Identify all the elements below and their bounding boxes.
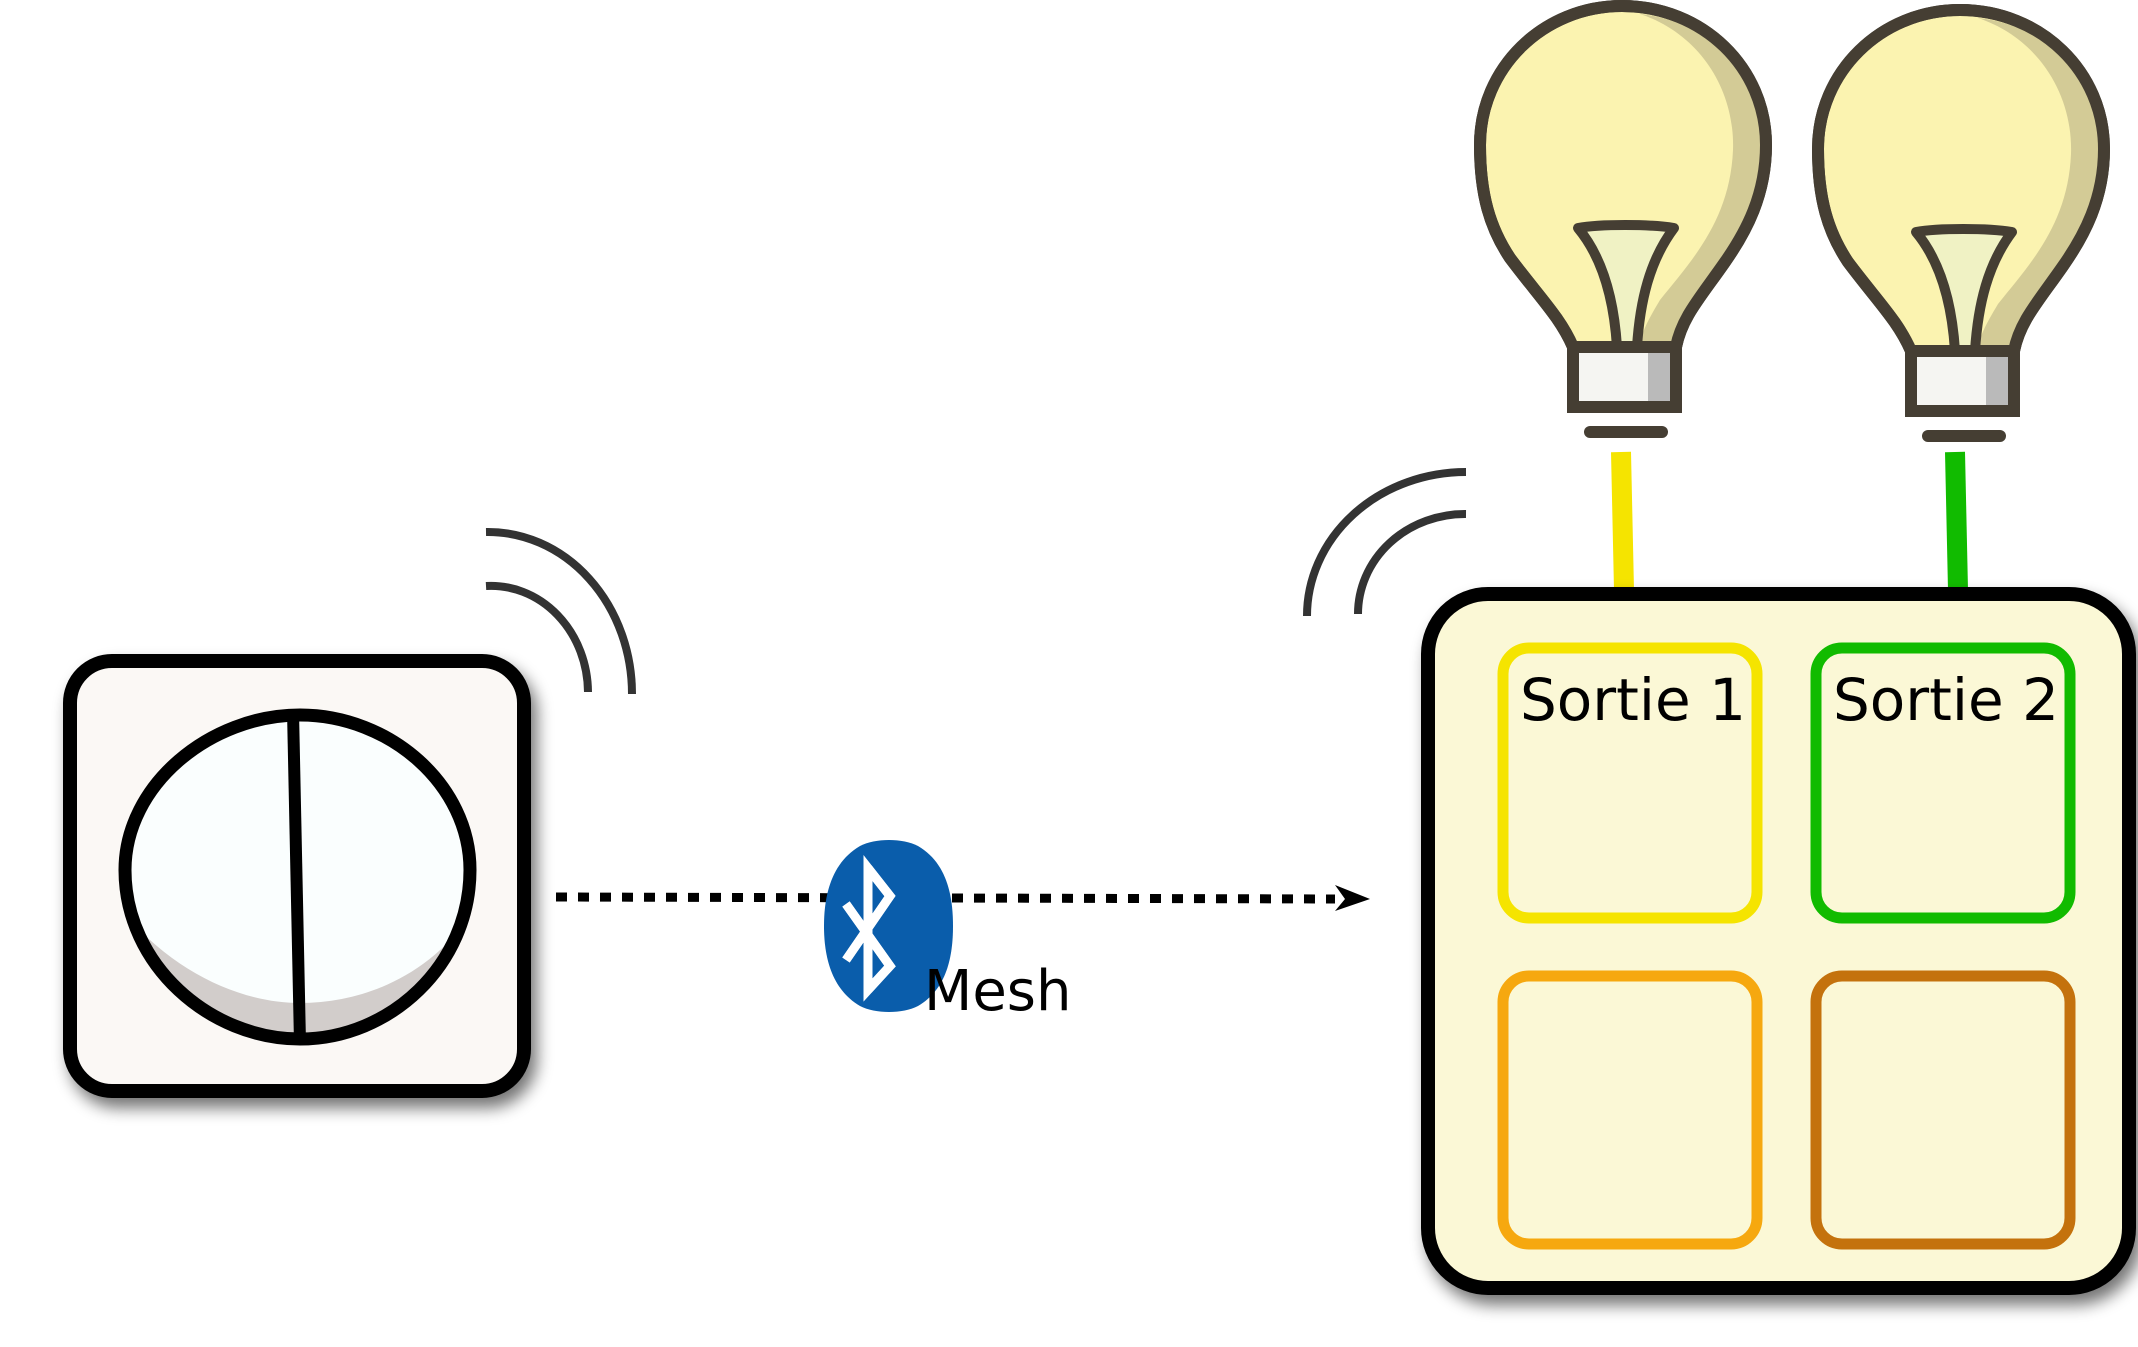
- signal-waves-icon: [1303, 468, 1467, 617]
- output-box-2: [1810, 642, 2076, 924]
- output-box-3: [1497, 970, 1763, 1250]
- light-bulb-icon: [1480, 6, 1766, 432]
- module-body: [1421, 587, 2136, 1295]
- signal-waves-icon: [485, 527, 636, 695]
- output-label-1: Sortie 1: [1520, 666, 1746, 734]
- mesh-label: Mesh: [924, 959, 1071, 1024]
- wire-output-1: [1611, 451, 1634, 591]
- output-box-4: [1810, 970, 2076, 1250]
- arrow-head: [1335, 885, 1370, 911]
- mesh-link: Mesh: [555, 840, 1370, 1024]
- wire-output-2: [1945, 451, 1968, 591]
- rocker-divider: [287, 710, 306, 1044]
- bluetooth-icon: [824, 840, 953, 1012]
- output-label-2: Sortie 2: [1833, 666, 2059, 734]
- output-box-1: [1497, 642, 1763, 924]
- light-bulb-icon: [1818, 10, 2104, 436]
- relay-module: Sortie 1 Sortie 2: [1303, 451, 2136, 1295]
- wall-switch: [63, 527, 636, 1098]
